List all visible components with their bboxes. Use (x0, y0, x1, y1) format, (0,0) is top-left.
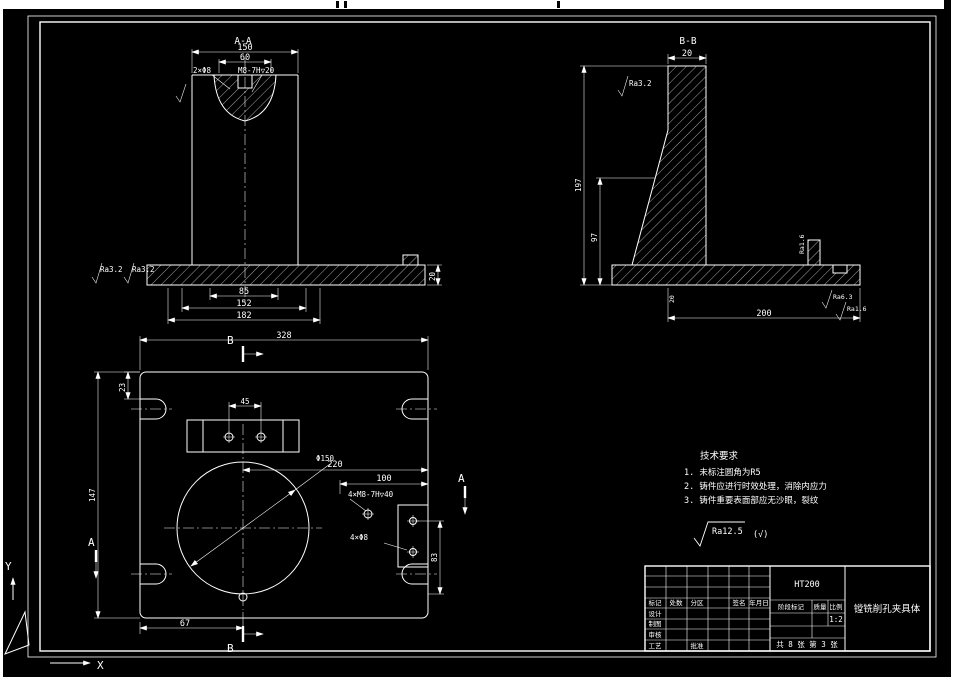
finish-other-symbol: (√) (753, 530, 768, 540)
drawing-frame (27, 15, 937, 658)
surface-finish-icon (91, 262, 103, 284)
surface-finish-icon (617, 75, 629, 97)
section-bb-geometry (611, 65, 861, 286)
surface-finish-icon (123, 262, 135, 284)
plan-view: 328 B 23 147 (88, 331, 468, 655)
section-aa-title: A-A (234, 36, 251, 47)
plan-outline (139, 371, 429, 619)
dim-label: 150 (237, 43, 252, 53)
dim-label: 328 (276, 331, 291, 341)
title-block: HT200 阶段标记 质量 比例 1:2 共 8 张 第 3 张 镗铣削孔夹具体… (644, 565, 931, 652)
section-b-mark: B (227, 334, 234, 347)
thread-callout: 4×M8-7H▽40 (348, 490, 394, 499)
dim-label: 147 (88, 488, 97, 502)
dim-label: 152 (236, 299, 251, 309)
dim-label: 220 (327, 460, 342, 470)
thread-hole-callout: 4×M8-7H▽40 (348, 490, 394, 520)
section-a-mark: A (458, 472, 465, 485)
page-edge-right (951, 0, 957, 680)
dim-label: 85 (239, 287, 249, 297)
tb-rev-header: 年月日 (749, 598, 769, 607)
page-edge-bottom (0, 677, 957, 680)
tech-note-line: 2. 铸件应进行时效处理，消除内应力 (684, 481, 827, 492)
tb-rev-header: 分区 (691, 598, 705, 607)
toolbar-tick (336, 1, 339, 8)
dim-label: 20 (668, 295, 676, 303)
tb-rev-header: 处数 (670, 598, 684, 607)
section-a-mark: A (88, 536, 95, 549)
hole-callout: 4×Φ8 (350, 533, 369, 542)
dim-label: 182 (236, 311, 251, 321)
tb-mass-label: 质量 (814, 602, 828, 611)
tb-scale-label: 比例 (830, 602, 843, 611)
ucs-x-label: X (97, 659, 104, 672)
surface-finish-icon (821, 289, 833, 309)
surface-finish-icon (835, 301, 847, 321)
section-aa-dimensions: 150 60 2×Φ8 M8-7H▽20 Ra3.2 Ra3.2 85 152 (91, 43, 442, 324)
tb-sheet-info: 共 8 张 第 3 张 (776, 639, 838, 649)
tech-notes-title: 技术要求 (700, 450, 739, 462)
section-bb-dimensions: 20 Ra3.2 197 97 200 20 Ra1.6 Ra6.3 Ra1.6 (574, 49, 867, 322)
corner-slots (131, 398, 437, 585)
tb-role: 工艺 (649, 642, 663, 650)
dim-label: 67 (180, 619, 190, 629)
finish-value: Ra12.5 (712, 527, 743, 537)
dim-label: Φ150 (316, 454, 335, 463)
hole-callout: 2×Φ8 (193, 66, 212, 75)
tb-approver-label: 批准 (691, 641, 705, 650)
surface-finish-icon (175, 83, 187, 103)
dim-label: 20 (428, 271, 437, 281)
section-b-mark: B (227, 642, 234, 655)
tb-role: 制图 (649, 619, 662, 628)
ucs-icon: Y X (4, 560, 104, 672)
tb-scale-value: 1:2 (829, 615, 843, 624)
main-bore: Φ150 (164, 424, 335, 610)
surface-finish-icon (693, 521, 745, 547)
tech-note-line: 1. 未标注圆角为R5 (684, 467, 761, 478)
technical-notes: 技术要求 1. 未标注圆角为R5 2. 铸件应进行时效处理，消除内应力 3. 铸… (684, 450, 827, 547)
section-aa: A-A 150 60 2×Φ8 M8-7H▽20 (91, 36, 442, 324)
section-aa-geometry (146, 58, 426, 302)
dim-label: 97 (590, 233, 599, 242)
tech-note-line: 3. 铸件重要表面部应无沙眼，裂纹 (684, 495, 819, 506)
dim-label: 197 (574, 178, 583, 192)
page-edge-left (0, 0, 3, 680)
dim-label: 23 (118, 383, 127, 392)
drill-hole-callout: 4×Φ8 (350, 504, 428, 568)
dim-label: 200 (756, 309, 771, 319)
ra-label: Ra6.3 (833, 293, 853, 301)
dim-label: 20 (682, 49, 692, 59)
ra-label: Ra1.6 (847, 305, 867, 313)
ucs-origin-arrow-icon (4, 610, 30, 655)
toolbar-tick (557, 1, 560, 8)
dim-label: 45 (240, 397, 249, 406)
ra-label: Ra1.6 (798, 234, 806, 254)
ra-label: Ra3.2 (132, 265, 155, 274)
dim-label: 100 (376, 474, 391, 484)
tb-rev-header: 签名 (733, 598, 746, 607)
tb-role: 设计 (649, 609, 663, 618)
thread-callout: M8-7H▽20 (238, 66, 275, 75)
toolbar-corner-mark (944, 0, 953, 9)
ucs-y-label: Y (5, 560, 12, 573)
tb-material: HT200 (794, 580, 820, 590)
top-toolbar-strip (0, 0, 957, 9)
section-bb: B-B 20 Ra3.2 197 97 20 (574, 36, 867, 322)
toolbar-tick (344, 1, 347, 8)
ra-label: Ra3.2 (100, 265, 123, 274)
section-bb-title: B-B (679, 36, 696, 47)
tb-part-name: 镗铣削孔夹具体 (854, 603, 921, 615)
dim-label: 60 (240, 53, 250, 63)
dim-label: 83 (430, 553, 439, 562)
tb-rev-header: 标记 (649, 598, 663, 607)
tb-role: 审核 (649, 630, 663, 639)
tb-stage-label: 阶段标记 (778, 602, 805, 611)
ra-label: Ra3.2 (629, 79, 652, 88)
